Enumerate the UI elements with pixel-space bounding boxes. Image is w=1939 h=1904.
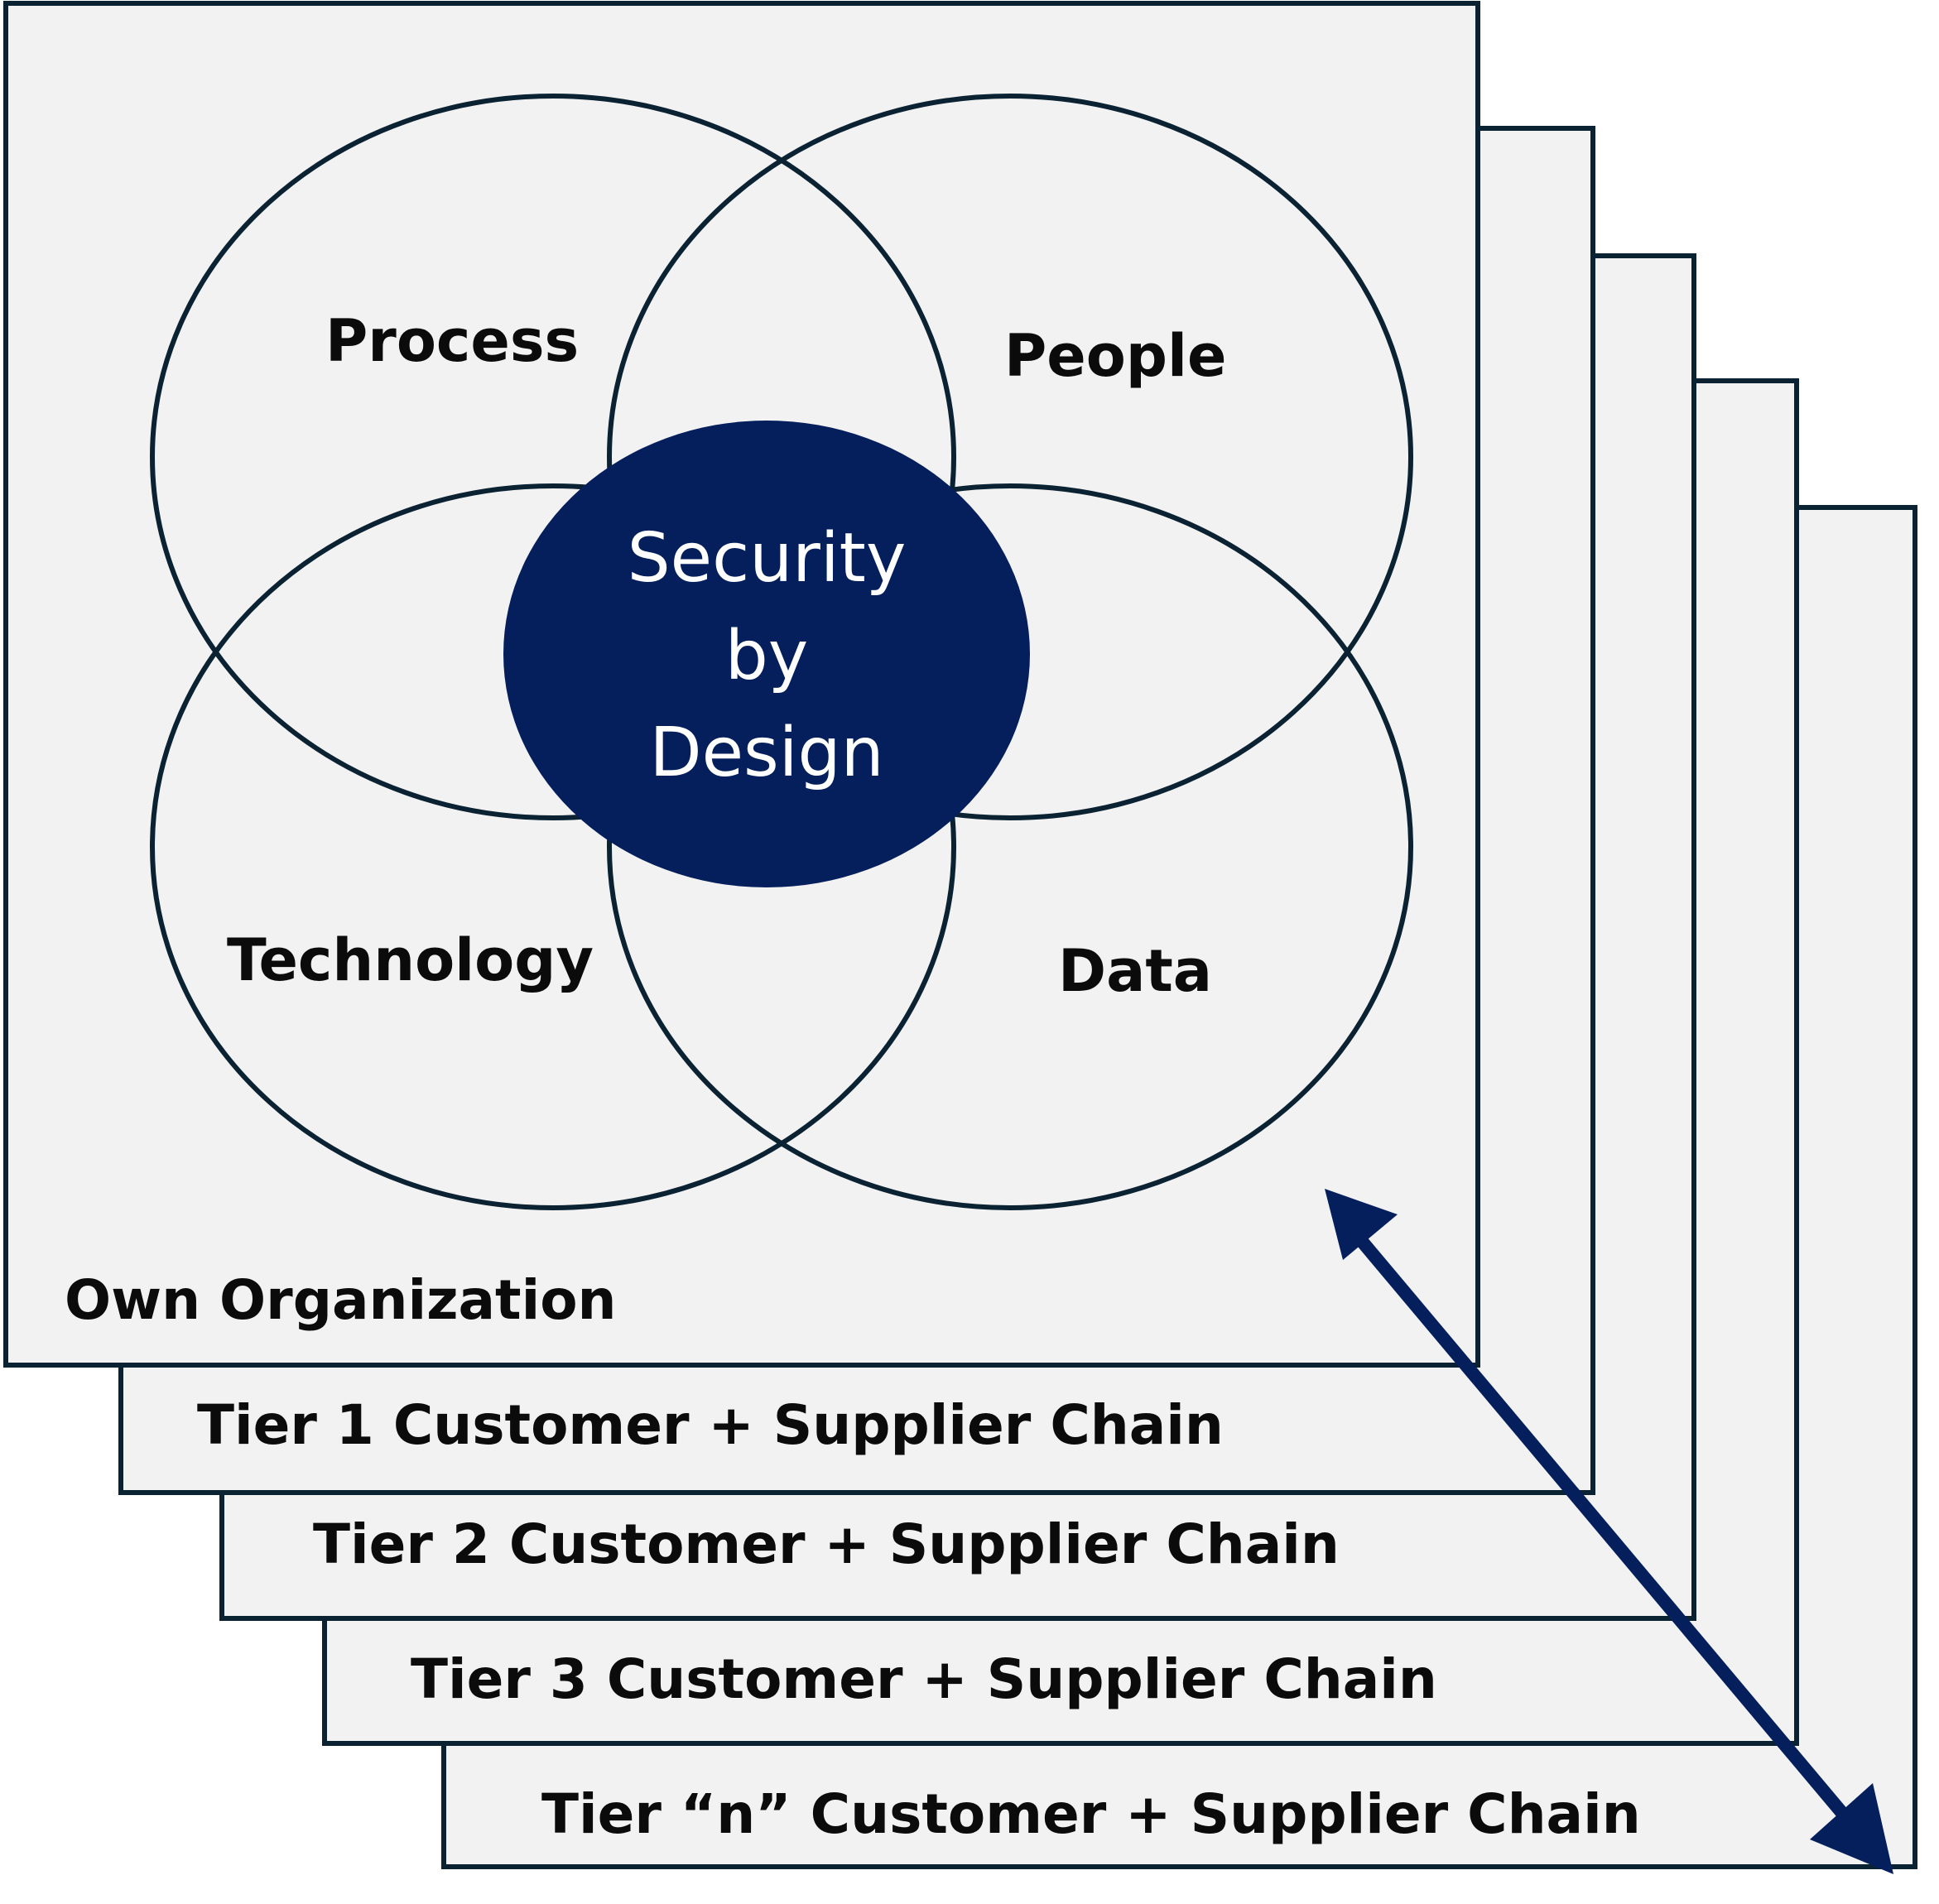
tier-3-label: Tier 3 Customer + Supplier Chain [411,1647,1437,1711]
center-label-line-3: Design [649,714,883,792]
security-by-design-ellipse [503,421,1030,887]
data-label: Data [1058,937,1212,1005]
center-label-line-2: by [725,617,809,695]
center-label-line-1: Security [628,519,907,598]
people-ellipse [607,94,1413,820]
tier-1-label: Tier 1 Customer + Supplier Chain [197,1393,1224,1457]
arrow-head-top [1325,1189,1398,1260]
people-label: People [1004,322,1226,390]
technology-label: Technology [227,926,594,994]
technology-ellipse [150,483,956,1210]
data-ellipse [607,483,1413,1210]
arrow-head-bottom [1810,1783,1893,1874]
process-ellipse [150,94,956,820]
tier-2-label: Tier 2 Customer + Supplier Chain [313,1512,1340,1576]
double-headed-arrow-icon [1325,1189,1893,1874]
own-organization-label: Own Organization [65,1268,617,1332]
process-label: Process [325,307,579,375]
arrow-shaft [1350,1228,1852,1823]
tier-n-label: Tier “n” Customer + Supplier Chain [541,1782,1641,1846]
